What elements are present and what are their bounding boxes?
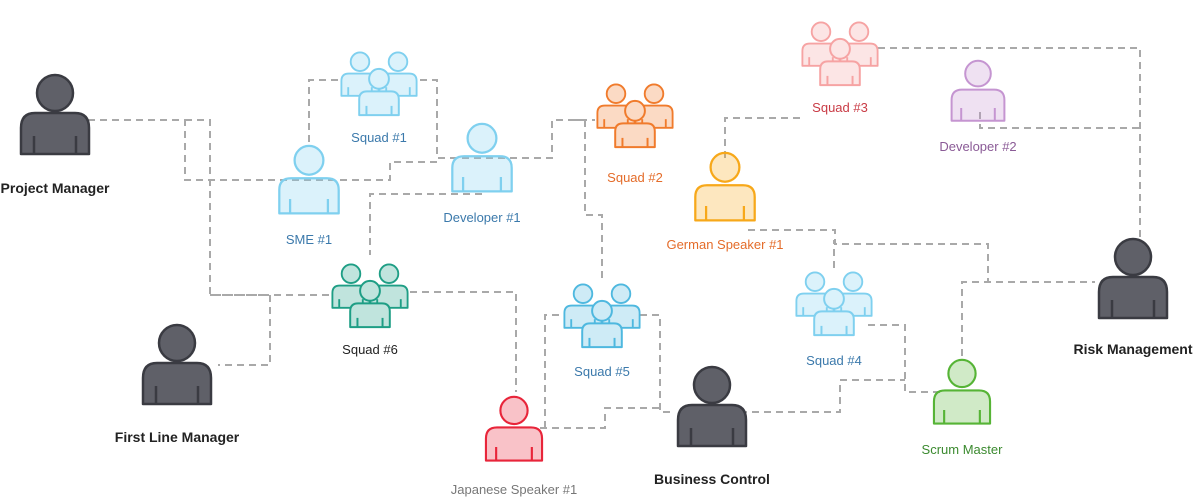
developer-1-person-icon: [451, 122, 513, 193]
squad-4-group-icon: [795, 271, 873, 337]
connector-line: [573, 119, 603, 280]
sme-1-label: SME #1: [285, 232, 333, 247]
squad-5-label: Squad #5: [574, 364, 630, 379]
squad-3-group-icon: [801, 21, 879, 87]
connector-line: [961, 281, 988, 356]
node-icons: [19, 21, 1169, 462]
german-speaker-1-person-icon: [694, 151, 756, 222]
german-speaker-1-label: German Speaker #1: [666, 237, 784, 252]
japanese-speaker-1-person-icon: [484, 395, 544, 462]
squad-4-label: Squad #4: [806, 353, 862, 368]
connector-line: [308, 79, 340, 142]
squad-2-group-icon: [596, 83, 674, 149]
squad-5-group-icon: [563, 283, 641, 349]
first-line-manager-person-icon: [141, 323, 213, 406]
connector-line: [740, 379, 905, 413]
connector-line: [88, 119, 440, 181]
developer-1-label: Developer #1: [443, 210, 521, 225]
scrum-master-label: Scrum Master: [921, 442, 1003, 457]
connector-line: [185, 119, 330, 296]
connector-line: [868, 324, 940, 393]
connector-line: [748, 229, 1095, 283]
squad-3-label: Squad #3: [812, 100, 868, 115]
connector-line: [540, 407, 660, 429]
business-control-label: Business Control: [654, 471, 770, 487]
connector-line: [544, 314, 565, 428]
risk-management-person-icon: [1097, 237, 1169, 320]
squad-2-label: Squad #2: [607, 170, 663, 185]
connector-line: [640, 314, 675, 413]
connector-lines: [88, 47, 1141, 429]
connector-line: [410, 291, 517, 392]
connector-line: [979, 112, 1140, 129]
developer-2-person-icon: [950, 59, 1006, 122]
connector-line: [420, 79, 595, 159]
business-control-person-icon: [676, 365, 748, 448]
developer-2-label: Developer #2: [939, 139, 1017, 154]
risk-management-label: Risk Management: [1073, 341, 1193, 357]
squad-1-label: Squad #1: [351, 130, 407, 145]
connector-line: [878, 47, 1141, 237]
first-line-manager-label: First Line Manager: [114, 429, 240, 445]
connector-line: [210, 294, 271, 366]
japanese-speaker-1-label: Japanese Speaker #1: [450, 482, 578, 497]
project-manager-label: Project Manager: [0, 180, 110, 196]
connector-line: [369, 193, 482, 255]
project-manager-person-icon: [19, 73, 91, 156]
squad-6-label: Squad #6: [342, 342, 398, 357]
scrum-master-person-icon: [932, 358, 992, 425]
connector-line: [724, 117, 800, 158]
squad-6-group-icon: [331, 263, 409, 329]
sme-1-person-icon: [278, 144, 340, 215]
squad-1-group-icon: [340, 51, 418, 117]
